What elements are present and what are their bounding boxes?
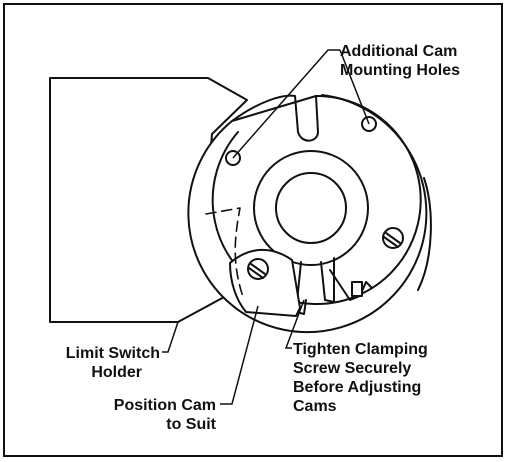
callout-text: Screw Securely <box>293 360 412 377</box>
callout-text: to Suit <box>166 416 216 433</box>
leader-tighten-screw <box>284 299 305 349</box>
callout-text: Before Adjusting <box>293 379 422 396</box>
clamp-slot <box>295 257 335 315</box>
callout-text: Cams <box>293 398 337 415</box>
cam-rim-right <box>417 177 432 291</box>
callout-text: Tighten Clamping <box>293 341 428 358</box>
hidden-edge <box>205 207 245 301</box>
callout-limit-switch: Limit Switch Holder <box>28 344 160 382</box>
cam-top-slot <box>231 94 319 142</box>
callout-additional-holes: Additional Cam Mounting Holes <box>340 42 460 80</box>
callout-tighten-screw: Tighten Clamping Screw Securely Before A… <box>293 340 428 416</box>
mounting-hole-right <box>361 116 377 132</box>
cam-hub-inner <box>275 172 347 244</box>
leader-additional-holes-1 <box>232 49 340 159</box>
mounting-hole-left <box>225 150 241 166</box>
callout-text: Position Cam <box>113 397 216 414</box>
adjustable-cam <box>229 248 301 317</box>
callout-text: Additional Cam <box>340 43 458 60</box>
callout-position-cam: Position Cam to Suit <box>66 396 216 434</box>
clamp-nut <box>351 281 363 297</box>
leader-position-cam <box>220 305 259 405</box>
callout-text: Mounting Holes <box>340 62 460 79</box>
leader-additional-holes-2 <box>339 49 370 125</box>
callout-text: Holder <box>91 364 142 381</box>
callout-text: Limit Switch <box>65 345 160 362</box>
leader-limit-switch <box>162 321 179 353</box>
